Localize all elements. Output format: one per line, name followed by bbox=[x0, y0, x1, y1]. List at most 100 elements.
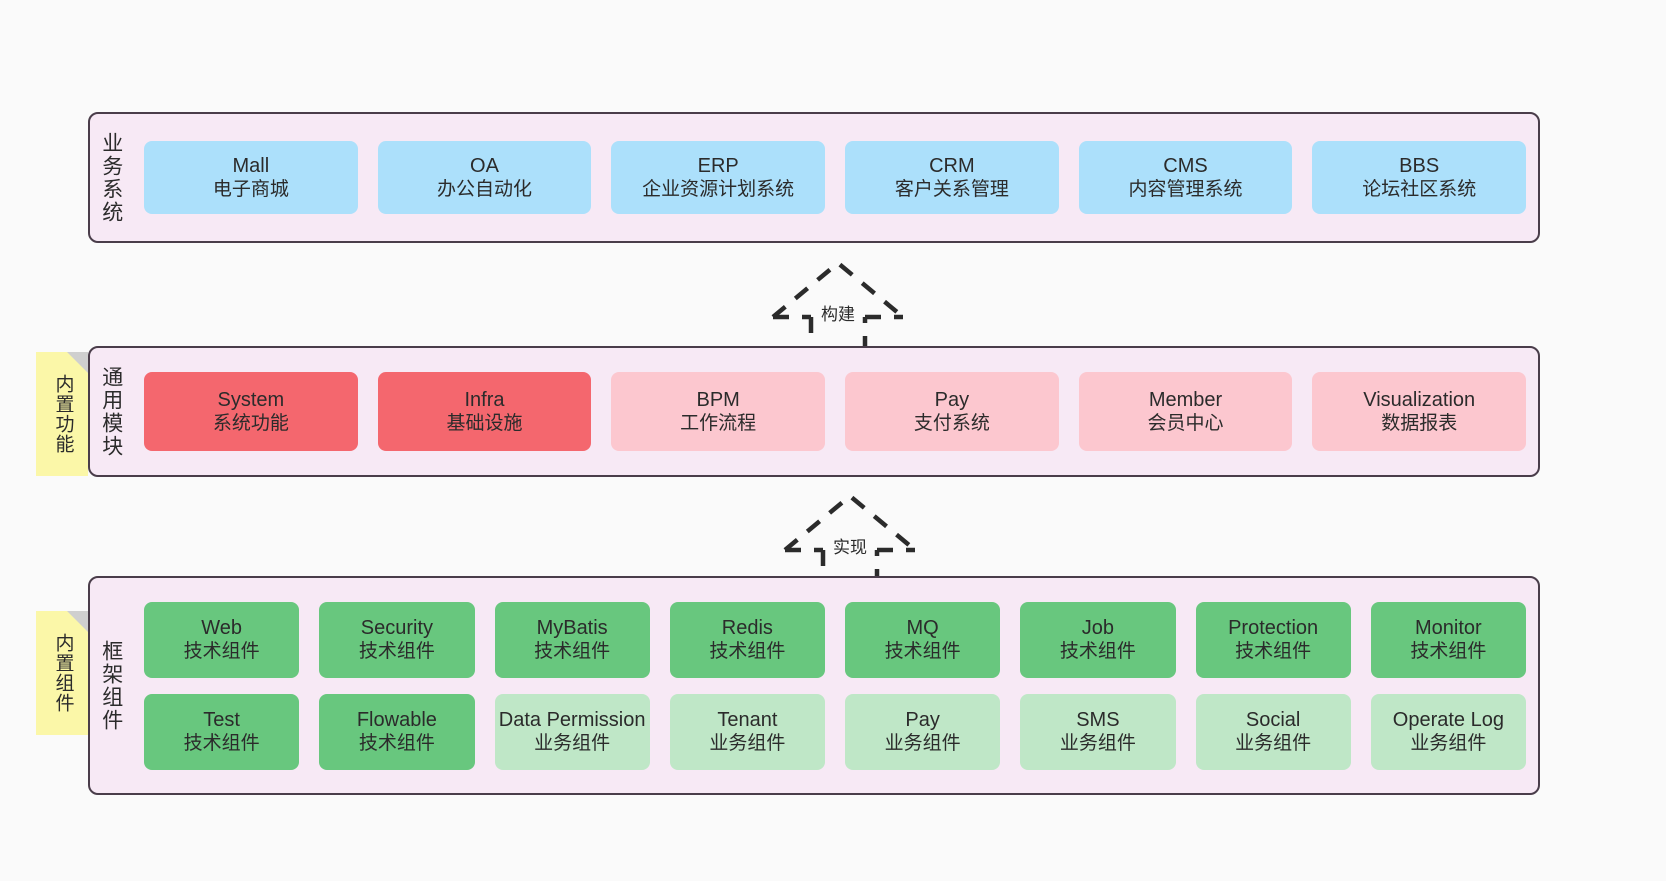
card-title: Protection bbox=[1228, 616, 1319, 639]
card-row: Mall 电子商城 OA 办公自动化 ERP 企业资源计划系统 CRM 客户关系… bbox=[144, 141, 1527, 214]
card-subtitle: 技术组件 bbox=[709, 641, 786, 663]
card-mybatis[interactable]: MyBatis 技术组件 bbox=[494, 601, 650, 678]
connector-implement: 实现 bbox=[775, 490, 925, 585]
card-subtitle: 技术组件 bbox=[1059, 641, 1136, 663]
card-subtitle: 基础设施 bbox=[446, 413, 523, 435]
card-title: MQ bbox=[906, 616, 939, 639]
card-mall[interactable]: Mall 电子商城 bbox=[144, 141, 358, 214]
card-mq[interactable]: MQ 技术组件 bbox=[845, 601, 1001, 678]
card-title: Member bbox=[1148, 388, 1223, 411]
card-subtitle: 业务组件 bbox=[884, 733, 961, 755]
note-fold-corner-icon bbox=[67, 611, 88, 632]
layer-framework-component: 框架组件 Web 技术组件 Security 技术组件 MyBatis 技术组件… bbox=[88, 576, 1540, 795]
card-pay-component[interactable]: Pay 业务组件 bbox=[845, 693, 1001, 770]
card-title: Operate Log bbox=[1392, 708, 1504, 731]
card-title: System bbox=[217, 388, 285, 411]
card-bpm[interactable]: BPM 工作流程 bbox=[611, 372, 826, 451]
layer-body-business: Mall 电子商城 OA 办公自动化 ERP 企业资源计划系统 CRM 客户关系… bbox=[132, 114, 1538, 241]
card-title: CMS bbox=[1163, 154, 1208, 177]
card-subtitle: 业务组件 bbox=[1410, 733, 1487, 755]
card-title: Monitor bbox=[1415, 616, 1482, 639]
card-visualization[interactable]: Visualization 数据报表 bbox=[1312, 372, 1527, 451]
card-subtitle: 技术组件 bbox=[183, 733, 260, 755]
card-subtitle: 系统功能 bbox=[212, 413, 289, 435]
connector-label-build: 构建 bbox=[821, 305, 855, 324]
card-protection[interactable]: Protection 技术组件 bbox=[1195, 601, 1351, 678]
card-title: Flowable bbox=[356, 708, 437, 731]
card-crm[interactable]: CRM 客户关系管理 bbox=[845, 141, 1059, 214]
card-subtitle: 技术组件 bbox=[183, 641, 260, 663]
card-web[interactable]: Web 技术组件 bbox=[144, 601, 300, 678]
card-title: Data Permission bbox=[498, 708, 646, 731]
note-label: 内置功能 bbox=[52, 374, 74, 454]
card-flowable[interactable]: Flowable 技术组件 bbox=[319, 693, 475, 770]
card-title: ERP bbox=[697, 154, 739, 177]
card-subtitle: 数据报表 bbox=[1381, 413, 1458, 435]
card-subtitle: 技术组件 bbox=[534, 641, 611, 663]
card-title: Tenant bbox=[717, 708, 778, 731]
note-builtin-function: 内置功能 bbox=[36, 352, 88, 476]
card-cms[interactable]: CMS 内容管理系统 bbox=[1078, 141, 1293, 214]
card-operate-log[interactable]: Operate Log 业务组件 bbox=[1370, 693, 1526, 770]
card-subtitle: 业务组件 bbox=[709, 733, 786, 755]
card-title: BPM bbox=[696, 388, 740, 411]
card-social[interactable]: Social 业务组件 bbox=[1195, 693, 1351, 770]
note-fold-corner-icon bbox=[67, 352, 88, 373]
card-subtitle: 技术组件 bbox=[1410, 641, 1487, 663]
card-title: Infra bbox=[464, 388, 505, 411]
card-title: Pay bbox=[905, 708, 940, 731]
card-title: CRM bbox=[929, 154, 975, 177]
card-subtitle: 技术组件 bbox=[884, 641, 961, 663]
layer-title-common: 通用模块 bbox=[99, 365, 123, 458]
card-subtitle: 业务组件 bbox=[1059, 733, 1136, 755]
card-pay[interactable]: Pay 支付系统 bbox=[845, 372, 1059, 451]
layer-business-system: 业务系统 Mall 电子商城 OA 办公自动化 ERP 企业资源计划系统 CRM… bbox=[88, 112, 1540, 243]
card-title: Visualization bbox=[1363, 388, 1476, 411]
card-erp[interactable]: ERP 企业资源计划系统 bbox=[611, 141, 826, 214]
connector-label-implement: 实现 bbox=[833, 538, 867, 557]
card-title: Test bbox=[203, 708, 240, 731]
card-title: SMS bbox=[1076, 708, 1120, 731]
card-subtitle: 办公自动化 bbox=[437, 179, 533, 201]
card-subtitle: 会员中心 bbox=[1147, 413, 1224, 435]
card-monitor[interactable]: Monitor 技术组件 bbox=[1370, 601, 1526, 678]
card-bbs[interactable]: BBS 论坛社区系统 bbox=[1312, 141, 1527, 214]
card-tenant[interactable]: Tenant 业务组件 bbox=[669, 693, 825, 770]
card-row: Test 技术组件 Flowable 技术组件 Data Permission … bbox=[144, 693, 1526, 770]
card-subtitle: 业务组件 bbox=[534, 733, 611, 755]
card-data-permission[interactable]: Data Permission 业务组件 bbox=[494, 693, 650, 770]
card-title: Mall bbox=[232, 154, 270, 177]
card-subtitle: 业务组件 bbox=[1235, 733, 1312, 755]
card-subtitle: 支付系统 bbox=[913, 413, 990, 435]
card-job[interactable]: Job 技术组件 bbox=[1020, 601, 1176, 678]
note-builtin-component: 内置组件 bbox=[36, 611, 88, 735]
card-member[interactable]: Member 会员中心 bbox=[1078, 372, 1293, 451]
card-subtitle: 内容管理系统 bbox=[1128, 179, 1243, 201]
note-label: 内置组件 bbox=[52, 633, 74, 713]
connector-build: 构建 bbox=[763, 257, 913, 352]
card-title: Job bbox=[1081, 616, 1114, 639]
layer-body-framework: Web 技术组件 Security 技术组件 MyBatis 技术组件 Redi… bbox=[132, 578, 1538, 793]
card-redis[interactable]: Redis 技术组件 bbox=[669, 601, 825, 678]
card-oa[interactable]: OA 办公自动化 bbox=[377, 141, 592, 214]
card-subtitle: 论坛社区系统 bbox=[1362, 179, 1477, 201]
card-title: Redis bbox=[721, 616, 773, 639]
layer-title-framework: 框架组件 bbox=[99, 639, 123, 732]
card-row: Web 技术组件 Security 技术组件 MyBatis 技术组件 Redi… bbox=[144, 601, 1526, 678]
card-subtitle: 技术组件 bbox=[358, 733, 435, 755]
card-title: Pay bbox=[934, 388, 970, 411]
card-title: OA bbox=[470, 154, 499, 177]
card-security[interactable]: Security 技术组件 bbox=[319, 601, 475, 678]
card-system[interactable]: System 系统功能 bbox=[144, 372, 358, 451]
card-test[interactable]: Test 技术组件 bbox=[144, 693, 300, 770]
layer-common-module: 通用模块 System 系统功能 Infra 基础设施 BPM 工作流程 Pay… bbox=[88, 346, 1540, 477]
card-subtitle: 技术组件 bbox=[358, 641, 435, 663]
card-subtitle: 工作流程 bbox=[680, 413, 757, 435]
layer-title-business: 业务系统 bbox=[99, 131, 123, 224]
card-title: BBS bbox=[1399, 154, 1440, 177]
card-sms[interactable]: SMS 业务组件 bbox=[1020, 693, 1176, 770]
layer-body-common: System 系统功能 Infra 基础设施 BPM 工作流程 Pay 支付系统… bbox=[132, 348, 1538, 475]
card-infra[interactable]: Infra 基础设施 bbox=[377, 372, 592, 451]
card-title: Web bbox=[201, 616, 242, 639]
